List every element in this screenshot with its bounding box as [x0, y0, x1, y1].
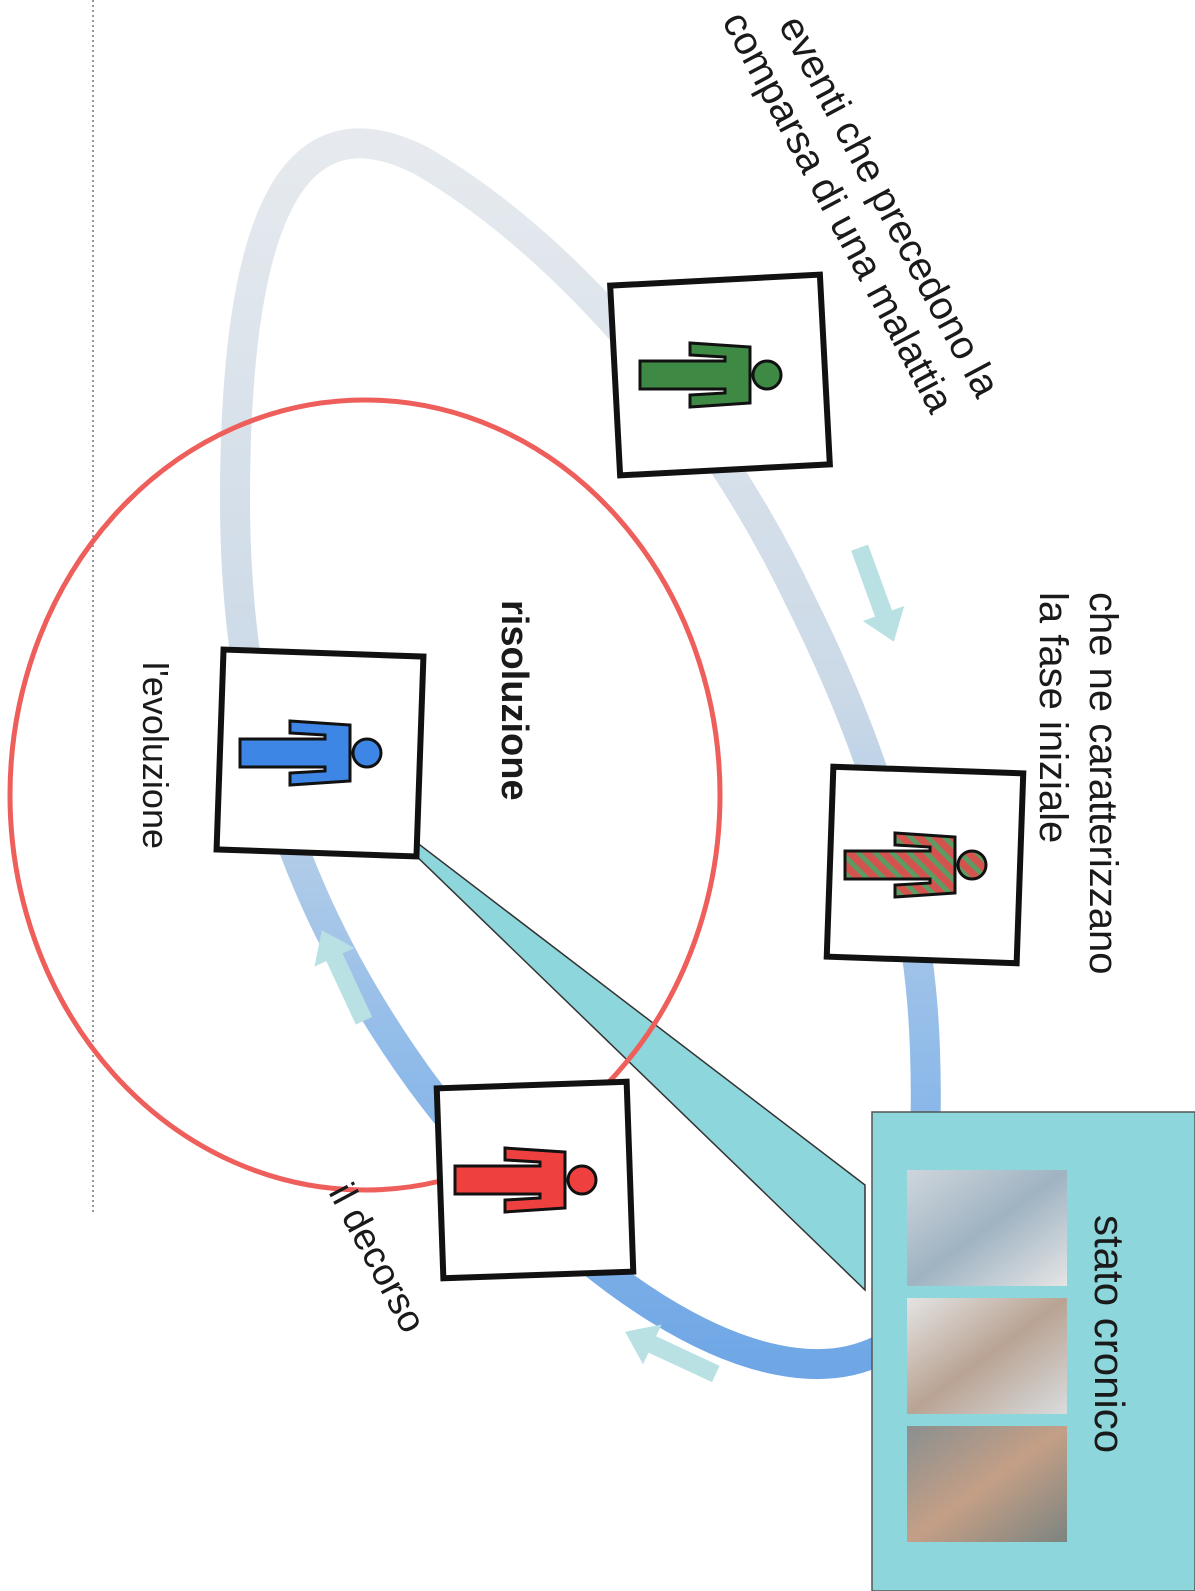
resolution-label: risoluzione [493, 600, 535, 801]
course-figure [453, 1146, 598, 1214]
highlight-circle [7, 397, 723, 1193]
resolution-frame [213, 646, 427, 860]
callout-wedge [347, 789, 866, 1292]
initial-phase-frame [823, 763, 1027, 967]
flow-arrow-2 [625, 1324, 720, 1383]
pre-disease-figure [638, 341, 783, 409]
course-label: il decorso [320, 1177, 433, 1340]
resolution-figure [238, 719, 383, 787]
flow-arrow-3 [314, 930, 373, 1025]
chronic-state-label: stato cronico [1086, 1215, 1133, 1453]
flow-arrow-1 [851, 544, 905, 642]
hospital-patient-photo-icon [907, 1426, 1067, 1542]
initial-phase-figure [843, 831, 988, 899]
patient-photo-icon [907, 1170, 1067, 1286]
course-frame [433, 1078, 637, 1282]
elderly-patient-photo-icon [907, 1298, 1067, 1414]
initial-phase-label-line1: che ne caratterizzano [1081, 592, 1125, 974]
pre-disease-frame [607, 271, 833, 479]
chronic-state-box [871, 1111, 1195, 1591]
evolution-label: l'evoluzione [135, 662, 176, 849]
initial-phase-label-line2: la fase iniziale [1031, 592, 1075, 843]
